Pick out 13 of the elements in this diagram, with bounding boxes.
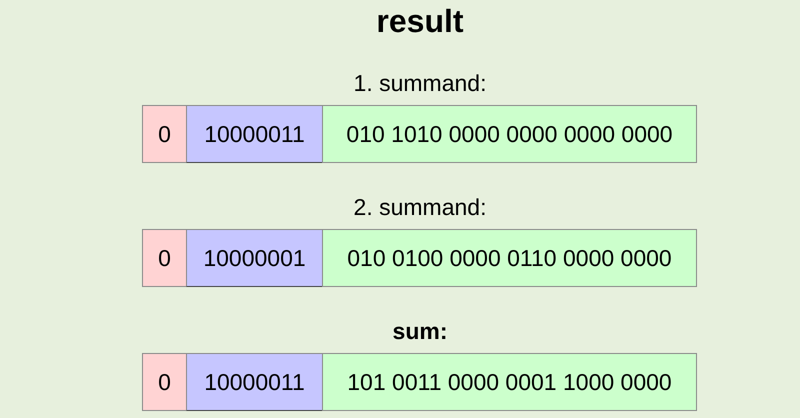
- mantissa-box: 101 0011 0000 0001 1000 0000: [322, 353, 697, 411]
- exponent-box: 10000011: [186, 105, 323, 163]
- row-heading: sum:: [392, 318, 448, 344]
- sign-bit-box: 0: [142, 353, 187, 411]
- sign-bit-box: 0: [142, 105, 187, 163]
- mantissa-box: 010 0100 0000 0110 0000 0000: [322, 229, 697, 287]
- row-heading: 1. summand:: [354, 70, 486, 96]
- sign-bit-box: 0: [142, 229, 187, 287]
- diagram-title: result: [376, 3, 464, 40]
- mantissa-box: 010 1010 0000 0000 0000 0000: [322, 105, 697, 163]
- row-heading: 2. summand:: [354, 194, 486, 220]
- exponent-box: 10000001: [186, 229, 323, 287]
- exponent-box: 10000011: [186, 353, 323, 411]
